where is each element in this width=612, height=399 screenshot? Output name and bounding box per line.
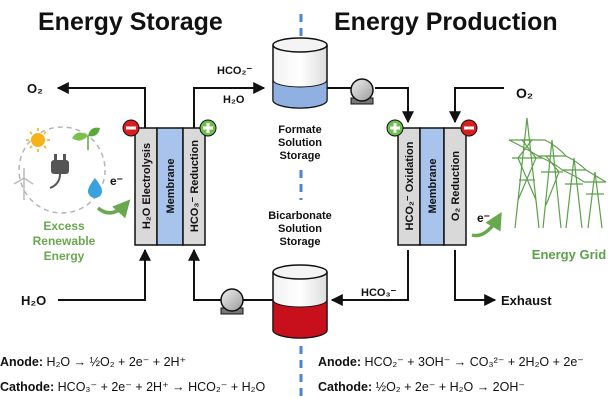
electron-arrow-right: e⁻ [471,211,502,238]
storage-cell: H₂O Electrolysis Membrane HCO₃⁻ Reductio… [122,119,217,246]
o2-reduction-electrode [443,127,467,246]
svg-text:Formate: Formate [278,124,321,136]
storage-anode-equation: Anode: H₂O → ½O₂ + 2e⁻ + 2H⁺ [0,355,187,369]
production-minus-icon [460,119,478,137]
production-plus-icon [386,119,404,137]
storage-membrane-label: Membrane [165,158,177,213]
svg-text:Storage: Storage [280,150,321,162]
hco2-top-label: HCO₂⁻ [217,65,252,77]
renewable-energy-label: Excess Renewable Energy [33,219,96,263]
storage-minus-icon [122,119,140,137]
o2-input-label: O₂ [516,85,533,101]
storage-cathode-equation: Cathode: HCO₃⁻ + 2e⁻ + 2H⁺ → HCO₂⁻ + H₂O [0,380,266,394]
water-drop-icon [88,178,102,198]
svg-text:Excess: Excess [43,219,85,233]
o2-output-label: O₂ [27,81,43,96]
svg-text:Storage: Storage [280,236,321,248]
storage-plus-icon [199,119,217,137]
production-anode-equation: Anode: HCO₂⁻ + 3OH⁻ → CO₃²⁻ + 2H₂O + 2e⁻ [318,355,584,369]
production-flows [327,87,504,306]
sun-icon [26,128,50,152]
plug-icon [49,154,69,189]
storage-membrane [156,127,184,246]
h2o-input-label: H₂O [21,293,46,308]
production-cell: HCO₂⁻ Oxidation Membrane O₂ Reduction [386,119,478,246]
hco2-oxidation-label: HCO₂⁻ Oxidation [404,141,416,230]
svg-text:e⁻: e⁻ [110,174,123,188]
svg-text:Bicarbonate: Bicarbonate [268,210,332,222]
bicarbonate-storage-label: Bicarbonate Solution Storage [268,210,332,248]
exhaust-label: Exhaust [501,293,552,308]
o2-reduction-label: O₂ Reduction [450,151,462,222]
svg-text:e⁻: e⁻ [477,211,490,225]
energy-grid-label: Energy Grid [532,247,606,262]
formate-storage-label: Formate Solution Storage [278,124,322,162]
svg-text:Renewable: Renewable [33,234,96,248]
h2o-electrolysis-label: H₂O Electrolysis [141,143,153,229]
svg-text:Solution: Solution [278,137,322,149]
pump-icon-bottom [220,288,244,315]
electron-arrow-left: e⁻ [96,174,131,219]
bicarbonate-tank [272,264,328,339]
hco3-reduction-label: HCO₃⁻ Reduction [189,140,201,232]
renewable-energy-icon [13,126,106,214]
hco3-bottom-label: HCO₃⁻ [361,287,397,299]
power-tower-icon [508,117,607,229]
h2o-top-label: H₂O [223,94,245,106]
formate-tank [272,37,328,109]
svg-text:Solution: Solution [278,223,322,235]
pump-icon-top [350,78,374,105]
storage-flows [56,82,273,301]
leaf-icon [72,127,100,150]
production-membrane-label: Membrane [427,158,439,213]
svg-text:Energy: Energy [44,249,85,263]
energy-production-heading: Energy Production [334,8,558,36]
energy-storage-heading: Energy Storage [38,8,223,36]
wind-turbine-icon [13,168,34,200]
production-cathode-equation: Cathode: ½O₂ + 2e⁻ + H₂O → 2OH⁻ [318,380,525,394]
